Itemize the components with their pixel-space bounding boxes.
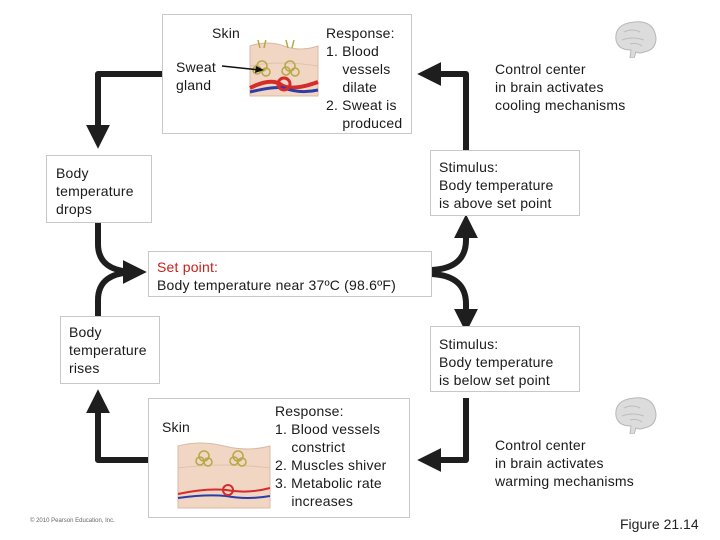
skin-diagram-dilated	[249, 40, 319, 97]
brain-icon	[615, 21, 657, 58]
arrow-setpoint-to-stimulus-below	[431, 271, 478, 333]
arrow-temp-drops-to-setpoint	[95, 222, 147, 284]
sweat-gland-pointer	[221, 65, 264, 73]
arrow-setpoint-to-stimulus-above	[431, 214, 478, 273]
set-point-heading: Set point:	[157, 258, 219, 276]
arrow-response-to-temp-drops	[86, 71, 162, 149]
copyright-notice: © 2010 Pearson Education, Inc.	[30, 518, 115, 524]
arrow-temp-rises-to-setpoint	[95, 269, 137, 318]
arrow-response-to-temp-rises	[86, 389, 148, 463]
control-center-warming: Control center in brain activates warmin…	[495, 437, 634, 489]
bottom-response-text: Response: 1. Blood vessels constrict 2. …	[275, 403, 387, 509]
skin-diagram-constricted	[177, 442, 271, 509]
body-temp-drops-box	[46, 155, 152, 223]
sweat-gland-label: Sweat gland	[176, 59, 216, 93]
stimulus-below-box	[430, 326, 580, 392]
stimulus-above: Stimulus: Body temperature is above set …	[439, 159, 554, 211]
top-response-text: Response: 1. Blood vessels dilate 2. Swe…	[326, 25, 403, 131]
brain-icon	[615, 397, 657, 434]
top-skin-label: Skin	[212, 25, 241, 41]
arrow-stimulus-above-to-control-cooling	[417, 62, 469, 150]
body-temp-rises: Body temperature rises	[69, 324, 147, 376]
stimulus-below: Stimulus: Body temperature is below set …	[439, 336, 554, 388]
body-temp-drops: Body temperature drops	[56, 165, 134, 217]
control-center-cooling: Control center in brain activates coolin…	[495, 61, 626, 113]
arrow-stimulus-below-to-control-warming	[417, 398, 469, 472]
figure-caption: Figure 21.14	[620, 516, 699, 532]
stimulus-above-box	[430, 150, 580, 216]
bottom-skin-label: Skin	[162, 419, 191, 435]
body-temp-rises-box	[60, 316, 160, 384]
